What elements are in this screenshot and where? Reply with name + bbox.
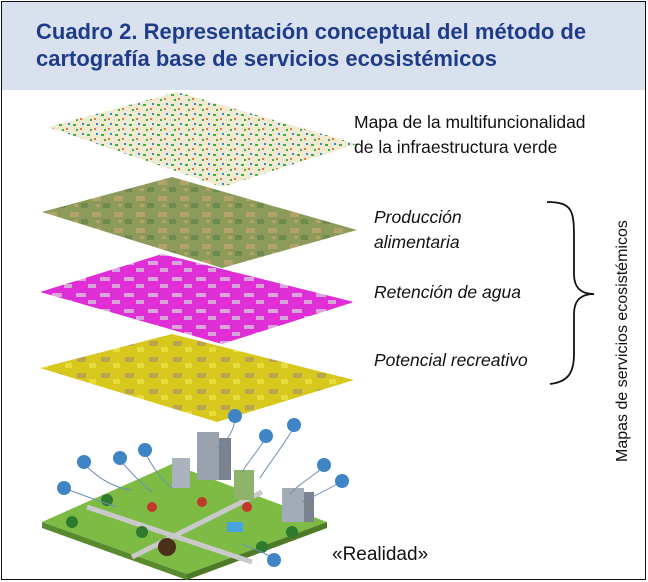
- service-icon: [138, 443, 152, 457]
- brace-icon: [546, 201, 595, 385]
- service-icon: [113, 451, 127, 465]
- ecosystem-services-maps-label: Mapas de servicios ecosistémicos: [614, 220, 631, 462]
- water-retention-label: Retención de agua: [374, 282, 521, 302]
- service-icon: [259, 429, 273, 443]
- service-icon: [228, 409, 242, 423]
- reality-label: «Realidad»: [332, 544, 429, 565]
- service-icon: [267, 553, 281, 567]
- service-icon: [317, 458, 331, 472]
- recreation-label: Potencial recreativo: [374, 350, 528, 370]
- food-production-map-layer: [42, 177, 357, 268]
- title-bar: Cuadro 2. Representación conceptual del …: [2, 2, 645, 90]
- service-icon: [57, 481, 71, 495]
- service-icon: [335, 474, 349, 488]
- city-illustration: [42, 432, 327, 580]
- figure-title: Cuadro 2. Representación conceptual del …: [36, 19, 587, 71]
- recreation-map-layer: [40, 334, 354, 422]
- water-retention-map-layer: [40, 254, 354, 344]
- service-icon: [287, 418, 301, 432]
- multifunctionality-map-layer: [48, 92, 357, 187]
- food-production-label: Producción alimentaria: [374, 207, 462, 252]
- multifunctionality-label: Mapa de la multifuncionalidad de la infr…: [354, 112, 586, 157]
- service-icon: [77, 455, 91, 469]
